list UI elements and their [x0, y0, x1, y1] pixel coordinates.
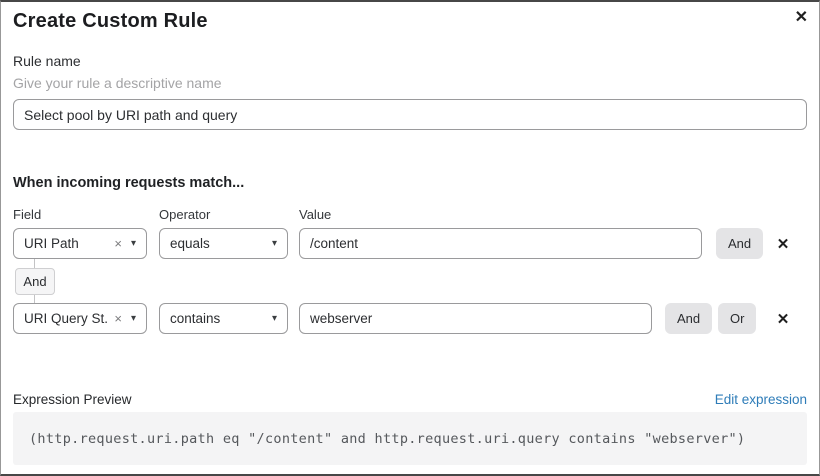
chevron-down-icon: ▾ — [271, 313, 277, 324]
field-column-label: Field — [13, 207, 42, 222]
delete-row2-icon[interactable]: ✕ — [772, 308, 794, 330]
match-section-heading: When incoming requests match... — [13, 175, 245, 191]
chevron-down-icon: ▾ — [130, 238, 136, 249]
field-select-row2[interactable]: URI Query St... × ▾ — [13, 303, 147, 334]
clear-selection-icon[interactable]: × — [114, 236, 122, 251]
connector-line-bottom — [34, 295, 35, 304]
page-title: Create Custom Rule — [13, 10, 208, 32]
delete-row1-icon[interactable]: ✕ — [772, 233, 794, 255]
expression-preview-label: Expression Preview — [13, 392, 132, 407]
clear-selection-icon[interactable]: × — [114, 311, 122, 326]
operator-select-row1[interactable]: equals ▾ — [159, 228, 288, 259]
and-connector-badge: And — [15, 268, 55, 295]
expression-preview-box: (http.request.uri.path eq "/content" and… — [13, 412, 807, 465]
field-select-row1[interactable]: URI Path × ▾ — [13, 228, 147, 259]
field-select-row1-value: URI Path — [24, 236, 79, 251]
rule-name-input[interactable] — [13, 99, 807, 130]
chevron-down-icon: ▾ — [271, 238, 277, 249]
close-icon[interactable]: ✕ — [795, 7, 808, 29]
rule-name-label: Rule name — [13, 53, 81, 69]
chevron-down-icon: ▾ — [130, 313, 136, 324]
value-column-label: Value — [299, 207, 332, 222]
operator-select-row2-value: contains — [170, 311, 221, 326]
connector-line-top — [34, 259, 35, 268]
add-or-condition-button-row2[interactable]: Or — [718, 303, 757, 334]
add-and-condition-button-row1[interactable]: And — [716, 228, 764, 259]
rule-name-helper-text: Give your rule a descriptive name — [13, 75, 222, 91]
operator-select-row2[interactable]: contains ▾ — [159, 303, 288, 334]
value-input-row2[interactable] — [299, 303, 652, 334]
field-select-row2-value: URI Query St... — [24, 311, 109, 326]
value-input-row1[interactable] — [299, 228, 702, 259]
operator-column-label: Operator — [159, 207, 211, 222]
expression-code: (http.request.uri.path eq "/content" and… — [29, 430, 746, 447]
add-and-condition-button-row2[interactable]: And — [665, 303, 713, 334]
operator-select-row1-value: equals — [170, 236, 210, 251]
edit-expression-link[interactable]: Edit expression — [714, 392, 807, 407]
